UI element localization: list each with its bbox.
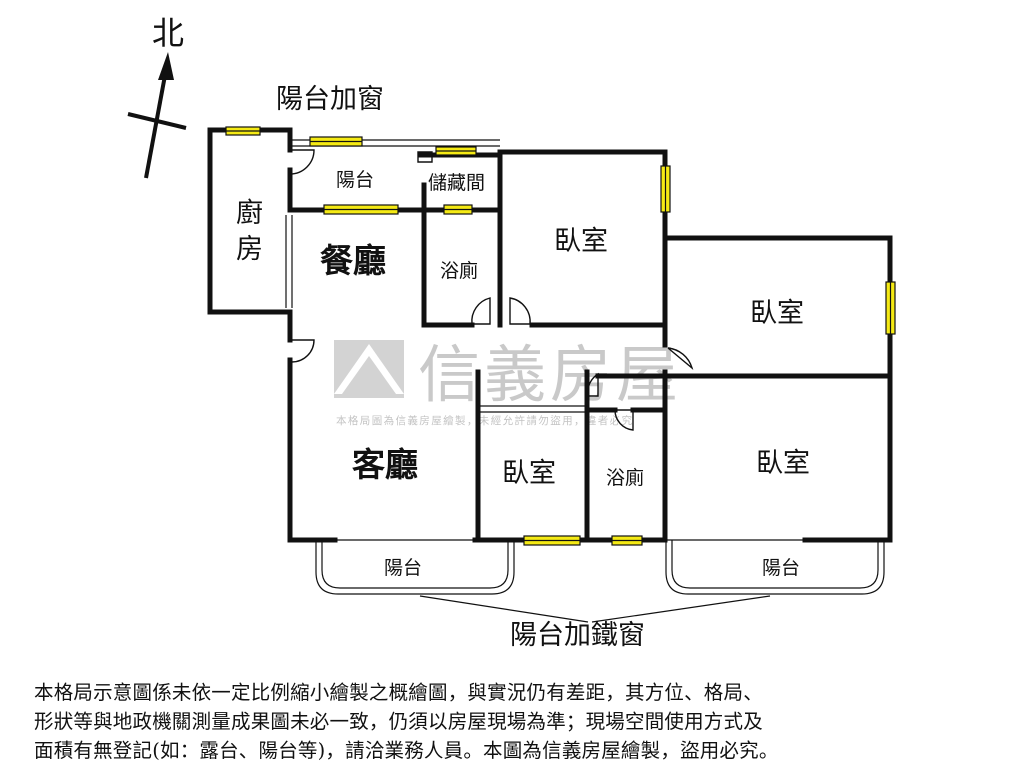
doors — [289, 149, 694, 431]
label-balcony-top: 陽台 — [336, 169, 374, 191]
disclaimer-line-1: 本格局示意圖係未依一定比例縮小繪製之概繪圖，與實況仍有差距，其方位、格局、 — [34, 681, 763, 704]
door-bath-bottom — [614, 409, 634, 431]
watermark-logo-icon — [334, 340, 404, 398]
door-living — [290, 339, 315, 363]
door-bedroom-right — [667, 347, 694, 371]
windows — [225, 126, 896, 546]
window-kitchen — [225, 126, 261, 136]
window-dining — [323, 204, 399, 215]
window-storage-top — [435, 146, 477, 156]
label-balcony-bottom-left: 陽台 — [384, 557, 422, 579]
label-living: 客廳 — [352, 445, 418, 484]
thin-lines — [285, 139, 885, 623]
compass-label: 北 — [152, 14, 184, 52]
floor-plan: 北 信義房屋 本格局圖為信義房屋繪製，未經允許請勿盜用，違者必究 — [127, 14, 896, 651]
window-bath-bottom — [611, 535, 643, 546]
label-balcony-iron-window: 陽台加鐵窗 — [510, 620, 645, 651]
watermark-notice: 本格局圖為信義房屋繪製，未經允許請勿盜用，違者必究 — [336, 414, 634, 427]
label-bath-top: 浴廁 — [440, 259, 478, 282]
door-bedroom-small — [587, 372, 599, 397]
door-bath-top — [471, 297, 491, 325]
label-dining: 餐廳 — [320, 241, 386, 280]
label-bedroom-bottom-right: 臥室 — [756, 448, 810, 479]
label-bedroom-small: 臥室 — [502, 458, 556, 489]
window-bedroom-top — [660, 165, 671, 213]
storage-door — [417, 151, 433, 163]
window-bath-top — [443, 204, 473, 215]
label-balcony-bottom-right: 陽台 — [762, 557, 800, 579]
window-balcony-top — [309, 136, 363, 147]
label-bath-bottom: 浴廁 — [606, 466, 644, 489]
walls — [207, 127, 893, 543]
window-bedroom-right — [885, 281, 896, 335]
north-arrow-icon — [127, 52, 187, 179]
label-balcony-window: 陽台加窗 — [276, 84, 384, 115]
door-bedroom-top — [509, 297, 531, 325]
disclaimer: 本格局示意圖係未依一定比例縮小繪製之概繪圖，與實況仍有差距，其方位、格局、 形狀… — [34, 678, 1004, 765]
door-balcony — [289, 149, 315, 175]
label-bedroom-top: 臥室 — [554, 226, 608, 257]
label-kitchen-2: 房 — [236, 234, 263, 265]
watermark: 信義房屋 本格局圖為信義房屋繪製，未經允許請勿盜用，違者必究 — [334, 338, 678, 427]
label-bedroom-right: 臥室 — [750, 298, 804, 329]
disclaimer-line-2: 形狀等與地政機關測量成果圖未必一致，仍須以房屋現場為準；現場空間使用方式及 — [34, 710, 763, 733]
label-storage: 儲藏間 — [428, 172, 485, 194]
window-bedroom-small — [523, 535, 581, 546]
disclaimer-line-3: 面積有無登記(如：露台、陽台等)，請洽業務人員。本圖為信義房屋繪製，盜用必究。 — [34, 739, 779, 762]
label-kitchen-1: 廚 — [236, 198, 263, 229]
